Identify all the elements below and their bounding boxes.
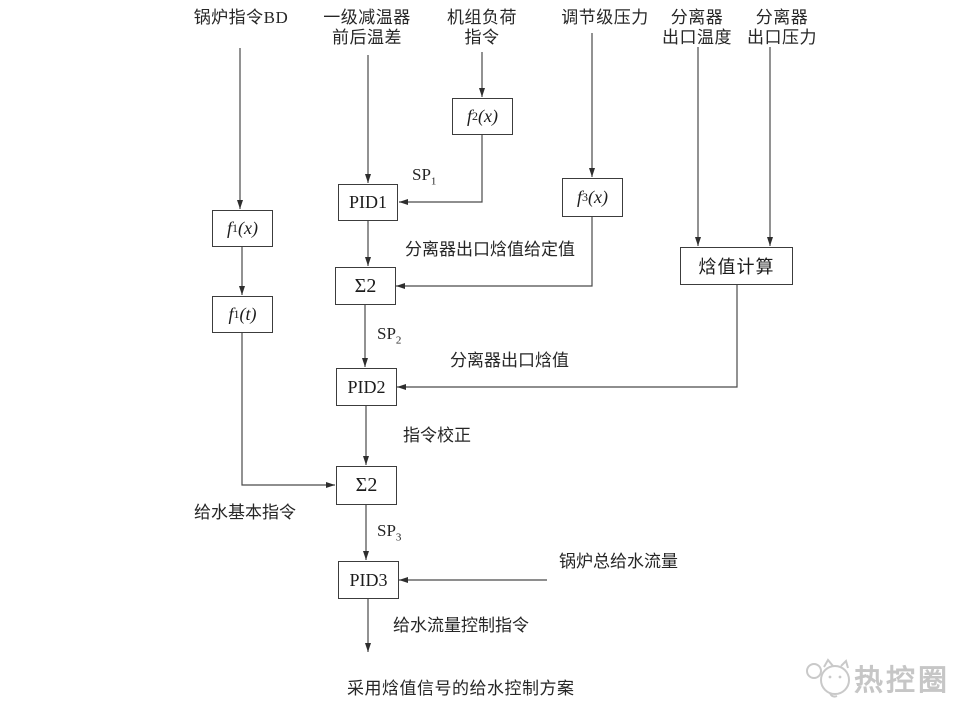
cat-logo-icon bbox=[806, 658, 850, 698]
input-label-separator-outlet-press: 分离器 出口压力 bbox=[747, 8, 817, 47]
label-sp2: SP2 bbox=[377, 324, 402, 347]
label-sp3: SP3 bbox=[377, 521, 402, 544]
diagram-caption: 采用焓值信号的给水控制方案 bbox=[347, 679, 575, 698]
wire-f2x-pid1 bbox=[399, 135, 483, 205]
watermark: 热控圈 bbox=[802, 655, 950, 701]
label-separator-outlet-enthalpy-setpoint: 分离器出口焓值给定值 bbox=[405, 240, 575, 259]
block-sum1: Σ2 bbox=[335, 267, 396, 305]
wire-f3x-sum1 bbox=[396, 217, 593, 289]
wire-enthalpy-pid2 bbox=[397, 285, 738, 390]
label-separator-outlet-enthalpy: 分离器出口焓值 bbox=[450, 351, 569, 370]
block-pid2: PID2 bbox=[336, 368, 397, 406]
block-sum2: Σ2 bbox=[336, 466, 397, 505]
label-boiler-total-feedwater-flow: 锅炉总给水流量 bbox=[559, 552, 678, 571]
block-pid1: PID1 bbox=[338, 184, 398, 221]
label-feedwater-basic-command: 给水基本指令 bbox=[194, 503, 296, 522]
input-label-stage-pressure: 调节级压力 bbox=[561, 8, 649, 27]
input-label-boiler-command: 锅炉指令BD bbox=[193, 8, 289, 27]
input-label-unit-load-command: 机组负荷 指令 bbox=[447, 8, 517, 47]
label-sp1: SP1 bbox=[412, 165, 437, 188]
wire-f1t-sum2 bbox=[241, 333, 335, 488]
watermark-text: 热控圈 bbox=[854, 665, 951, 697]
block-enthalpy-calc: 焓值计算 bbox=[680, 247, 793, 285]
block-pid3: PID3 bbox=[338, 561, 399, 599]
input-label-separator-outlet-temp: 分离器 出口温度 bbox=[662, 8, 732, 47]
label-feedwater-flow-control-command: 给水流量控制指令 bbox=[393, 616, 529, 635]
label-command-correction: 指令校正 bbox=[403, 426, 471, 445]
input-label-desuperheater-temp-diff: 一级减温器 前后温差 bbox=[323, 8, 411, 47]
